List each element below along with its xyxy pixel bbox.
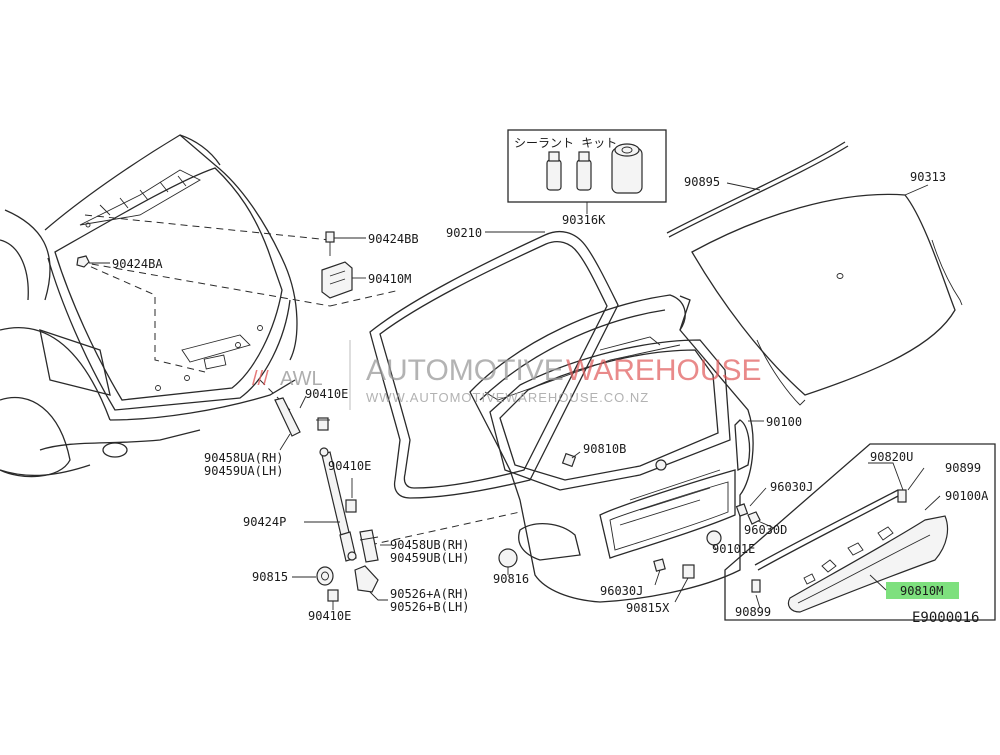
watermark-logo-text: AWL — [280, 368, 323, 390]
clip-90816 — [498, 548, 518, 568]
finisher-kit-box — [724, 443, 996, 621]
clip-90899-upper — [897, 489, 907, 503]
molding-90895 — [666, 141, 849, 238]
hinge-90458UB — [359, 529, 379, 563]
clip-90815X — [682, 564, 695, 579]
bolt-90410E-lower — [327, 589, 339, 602]
label-90899-lower: 90899 — [735, 605, 771, 619]
label-90526A: 90526+A(RH) — [390, 587, 469, 601]
label-sealant-kit: シーラント キット — [514, 136, 617, 150]
vehicle-rear-body — [0, 134, 298, 478]
gas-strut-90424P — [319, 447, 357, 562]
sealant-bottle-2 — [576, 151, 592, 191]
bumper-96030J-upper — [735, 503, 749, 517]
label-90424BB: 90424BB — [368, 232, 419, 246]
label-90810B: 90810B — [583, 442, 626, 456]
label-90526B: 90526+B(LH) — [390, 600, 469, 614]
dashed-guide-lines — [79, 214, 521, 546]
watermark: /// AWL AUTOMOTIVE WAREHOUSE WWW.AUTOMOT… — [252, 340, 762, 410]
label-90458UA: 90458UA(RH) — [204, 451, 283, 465]
label-90815: 90815 — [252, 570, 288, 584]
back-glass-90313 — [691, 193, 963, 406]
back-door-90100 — [469, 294, 754, 603]
watermark-name-part1: AUTOMOTIVE — [366, 354, 564, 387]
label-90899-upper: 90899 — [945, 461, 981, 475]
label-90101E: 90101E — [712, 542, 755, 556]
label-90100A: 90100A — [945, 489, 989, 503]
bolt-90410E-mid — [345, 499, 357, 513]
finisher-90100A — [787, 515, 949, 613]
label-90316K: 90316K — [562, 213, 606, 227]
weatherstrip-90210 — [369, 231, 619, 499]
clip-90899-lower — [751, 579, 761, 593]
highlight-90810M — [886, 582, 959, 599]
label-90424BA: 90424BA — [112, 257, 163, 271]
part-labels: 90424BA 90424BB 90410M 90410E 90458UA(RH… — [112, 136, 989, 626]
label-90458UB: 90458UB(RH) — [390, 538, 469, 552]
label-90459UB: 90459UB(LH) — [390, 551, 469, 565]
hinge-bracket-90410M — [321, 261, 353, 299]
grommet-90815 — [316, 566, 334, 586]
watermark-url: WWW.AUTOMOTIVEWAREHOUSE.CO.NZ — [366, 390, 649, 405]
label-90424P: 90424P — [243, 515, 286, 529]
bolt-90424BB — [325, 231, 335, 256]
diagram-id: E9000016 — [912, 610, 979, 626]
label-96030D: 96030D — [744, 523, 787, 537]
seal-90820U — [754, 489, 901, 571]
label-96030J-upper: 96030J — [770, 480, 813, 494]
label-90410M: 90410M — [368, 272, 411, 286]
label-90313: 90313 — [910, 170, 946, 184]
label-90210: 90210 — [446, 226, 482, 240]
bumper-96030J-lower — [653, 558, 666, 572]
label-90895: 90895 — [684, 175, 720, 189]
sealant-kit-box — [507, 129, 667, 203]
leader-lines — [89, 182, 941, 610]
label-90815X: 90815X — [626, 601, 670, 615]
label-90410E-lower: 90410E — [308, 609, 351, 623]
watermark-logo-mark: /// — [252, 368, 269, 390]
label-90410E-mid: 90410E — [328, 459, 371, 473]
bracket-90526 — [354, 565, 379, 593]
label-96030J-lower: 96030J — [600, 584, 643, 598]
hinge-90458UA — [274, 397, 301, 437]
label-90816: 90816 — [493, 572, 529, 586]
sealant-can — [611, 143, 643, 194]
bolt-90410E-upper — [316, 417, 330, 431]
label-90820U: 90820U — [870, 450, 913, 464]
sealant-bottle-1 — [546, 151, 562, 191]
label-90410E-upper: 90410E — [305, 387, 348, 401]
label-90810M: 90810M — [900, 584, 943, 598]
bumper-96030D — [747, 511, 761, 525]
label-90459UA: 90459UA(LH) — [204, 464, 283, 478]
label-90100: 90100 — [766, 415, 802, 429]
nut-90424BA — [76, 255, 90, 268]
watermark-name-part2: WAREHOUSE — [566, 354, 762, 387]
